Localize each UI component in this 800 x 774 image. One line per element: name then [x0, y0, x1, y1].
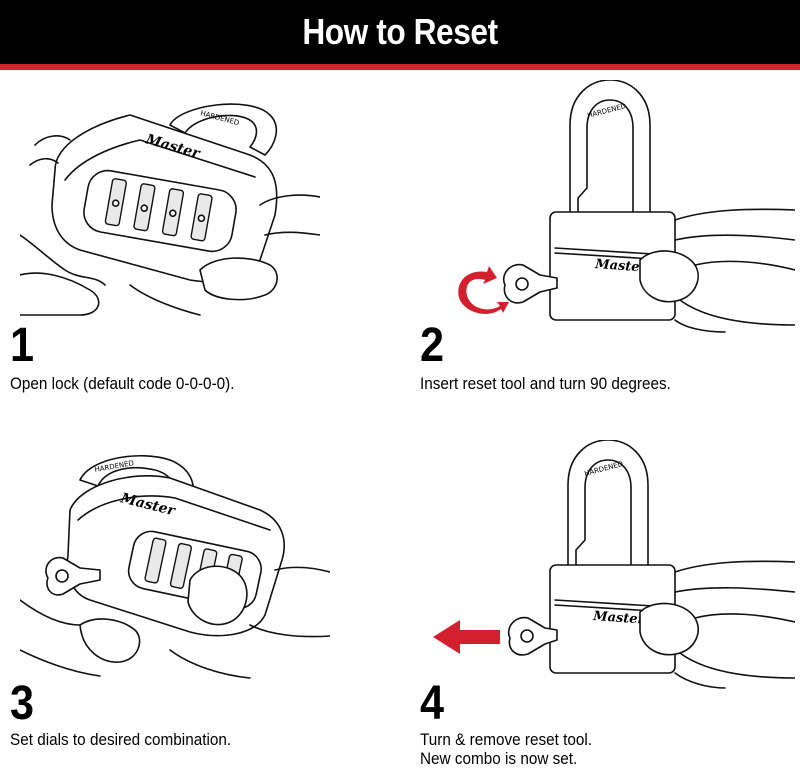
step-1-illustration: HARDENED Master: [20, 85, 320, 325]
step-1-number: 1: [10, 319, 35, 372]
step-4-text-line2: New combo is now set.: [420, 749, 578, 768]
step-3-illustration: HARDENED Master: [20, 450, 330, 680]
step-4-text: Turn & remove reset tool.: [420, 730, 593, 749]
step-3-text: Set dials to desired combination.: [10, 730, 232, 749]
lock-logo: Master: [594, 257, 648, 276]
step-2-illustration: HARDENED Master: [445, 80, 795, 335]
page-title: How to Reset: [302, 11, 498, 52]
step-2-number: 2: [420, 319, 445, 372]
step-4-number: 4: [420, 677, 445, 730]
step-1-text: Open lock (default code 0-0-0-0).: [10, 374, 235, 393]
step-4-illustration: HARDENED Master: [425, 440, 795, 690]
page-header: How to Reset: [0, 0, 800, 64]
rotate-arrow-icon: [458, 266, 509, 314]
step-2-text: Insert reset tool and turn 90 degrees.: [420, 374, 671, 393]
lock-logo: Master: [592, 609, 646, 628]
step-3-number: 3: [10, 677, 35, 730]
header-accent-rule: [0, 64, 800, 70]
left-arrow-icon: [433, 620, 500, 654]
